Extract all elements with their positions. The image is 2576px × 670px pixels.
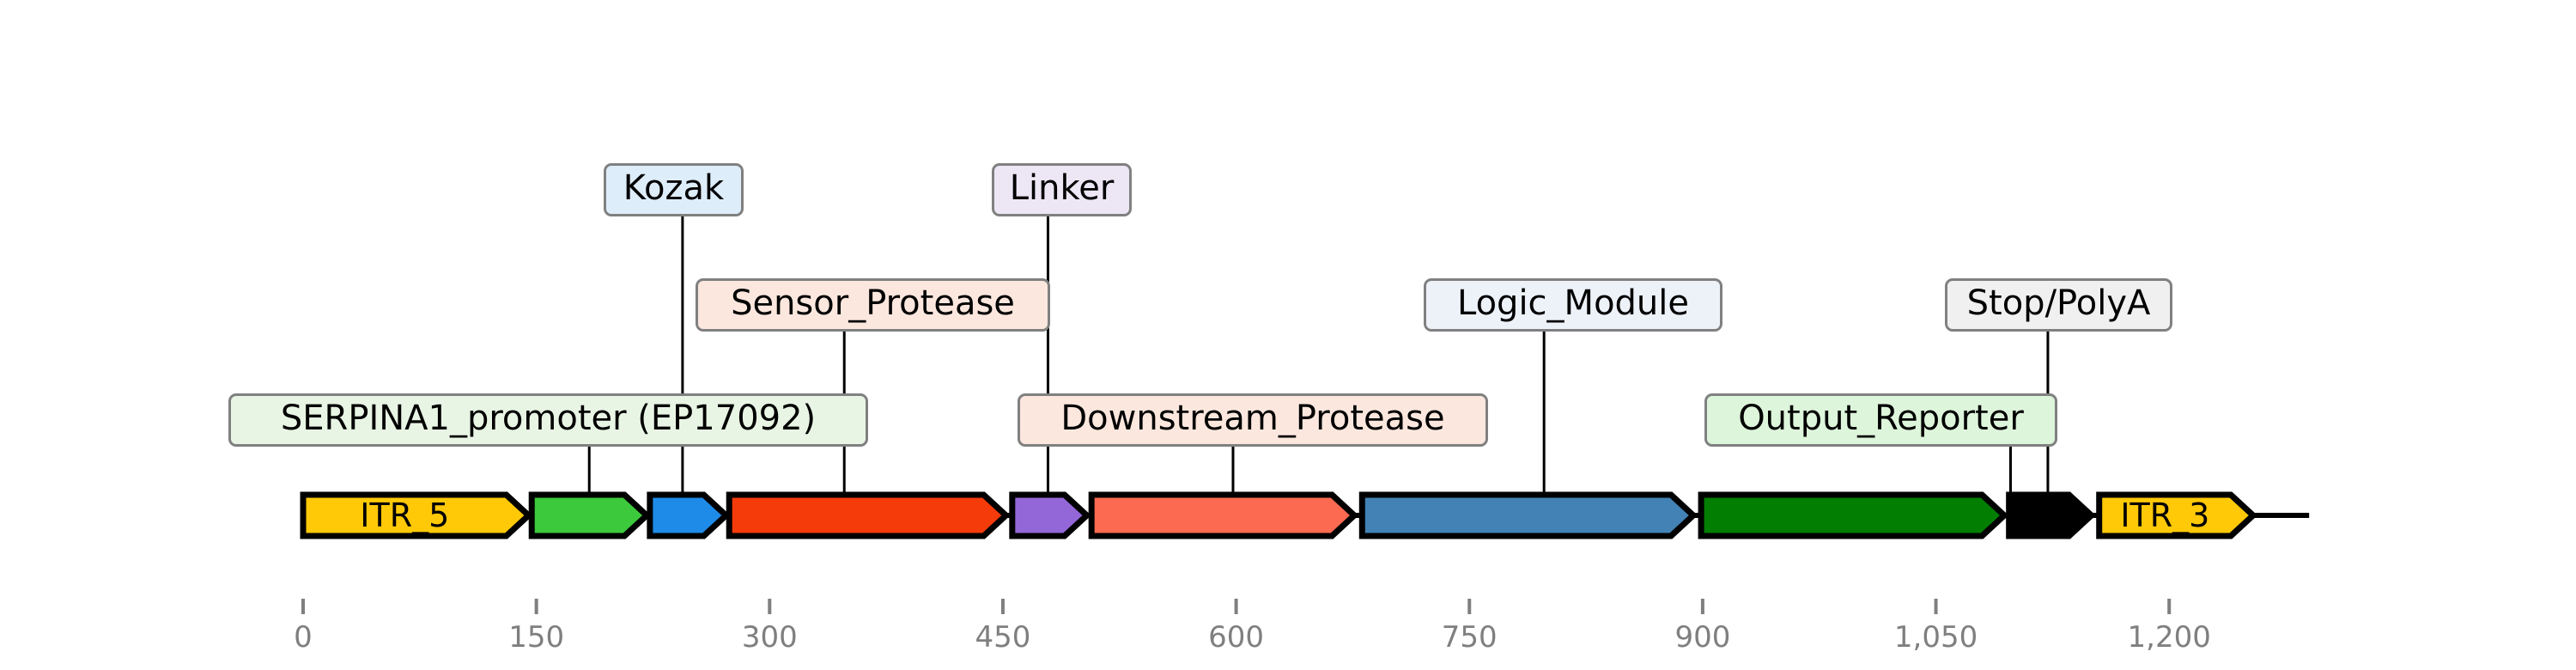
callout-label-kozak[interactable]: Kozak: [604, 163, 744, 216]
callout-label-linker[interactable]: Linker: [992, 163, 1132, 216]
axis-tick-layer: [301, 599, 2172, 614]
callout-label-logic-module[interactable]: Logic_Module: [1424, 278, 1722, 332]
feature-arrow-linker[interactable]: [1009, 491, 1091, 539]
feature-arrow-sensor-protease[interactable]: [726, 491, 1011, 539]
axis-tick-label: 600: [1208, 620, 1265, 655]
feature-arrow-layer: [300, 491, 2258, 539]
feature-arrow-output-reporter[interactable]: [1698, 491, 2009, 539]
axis-tick-label: 450: [975, 620, 1031, 655]
feature-arrow-itr-5[interactable]: [300, 491, 533, 539]
axis-tick-label: 150: [508, 620, 565, 655]
leader-line-layer: [587, 216, 2050, 493]
callout-label-stop-polya[interactable]: Stop/PolyA: [1945, 278, 2172, 332]
feature-arrow-logic-module[interactable]: [1358, 491, 1698, 539]
feature-arrow-stop-polya[interactable]: [2006, 491, 2096, 539]
axis-tick-label: 1,200: [2127, 620, 2211, 655]
axis-tick-label: 300: [741, 620, 798, 655]
axis-tick-label: 750: [1441, 620, 1498, 655]
feature-arrow-serpina1-promoter-ep17092[interactable]: [528, 491, 652, 539]
callout-label-output-reporter[interactable]: Output_Reporter: [1704, 393, 2057, 447]
feature-arrow-downstream-protease[interactable]: [1088, 491, 1359, 539]
axis-tick-label: 1,050: [1893, 620, 1978, 655]
feature-arrow-kozak[interactable]: [647, 491, 731, 539]
feature-arrow-itr-3[interactable]: [2096, 491, 2258, 539]
callout-label-serpina1-promoter-ep17092[interactable]: SERPINA1_promoter (EP17092): [228, 393, 868, 447]
axis-tick-label: 900: [1674, 620, 1731, 655]
callout-label-downstream-protease[interactable]: Downstream_Protease: [1018, 393, 1488, 447]
axis-tick-label: 0: [294, 620, 313, 655]
callout-label-sensor-protease[interactable]: Sensor_Protease: [696, 278, 1050, 332]
